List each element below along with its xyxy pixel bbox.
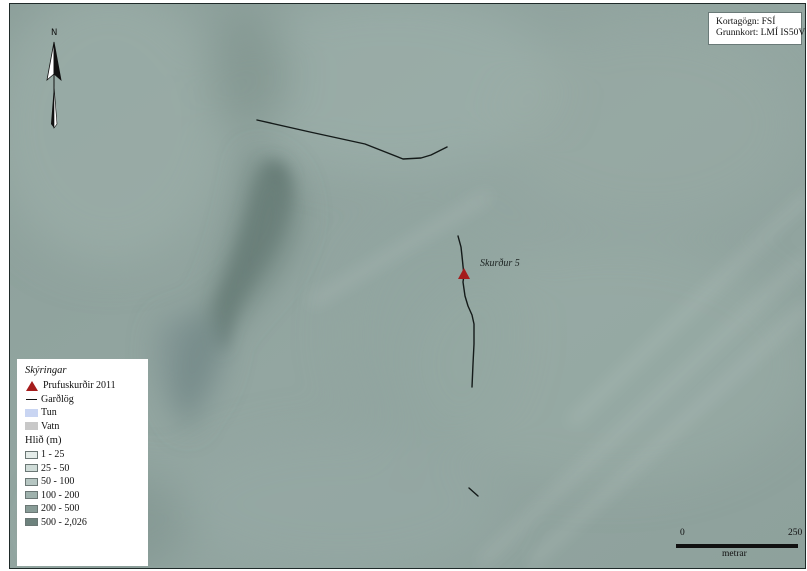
- legend-item-label: Prufuskurðir 2011: [43, 380, 116, 392]
- north-arrow: N: [40, 28, 70, 132]
- terrain-banding: [307, 189, 805, 568]
- legend-item-label: Vatn: [41, 420, 60, 432]
- legend-slope-label: 25 - 50: [41, 462, 70, 474]
- terrain-slope: [156, 154, 301, 434]
- trench-marker: [458, 268, 470, 279]
- legend-slope-class: 50 - 100: [25, 475, 148, 489]
- legend: Skýringar Prufuskurðir 2011 Garðlög Tun …: [17, 359, 148, 566]
- legend-slope-class: 200 - 500: [25, 502, 148, 516]
- source-basemap-line: Grunnkort: LMÍ IS50V: [716, 28, 806, 38]
- swatch-icon: [25, 450, 38, 459]
- legend-slope-label: 50 - 100: [41, 476, 75, 488]
- source-data-line: Kortagögn: FSÍ: [716, 17, 776, 27]
- swatch-icon: [25, 408, 38, 417]
- wall-north: [256, 119, 448, 160]
- map-source-box: Kortagögn: FSÍ Grunnkort: LMÍ IS50V: [708, 12, 806, 45]
- swatch-icon: [25, 491, 38, 500]
- legend-item-trench: Prufuskurðir 2011: [25, 379, 148, 393]
- legend-slope-label: 1 - 25: [41, 449, 65, 461]
- legend-title: Skýringar: [25, 365, 67, 376]
- legend-slope-heading: Hlið (m): [25, 435, 62, 446]
- scale-end-label: 250: [788, 528, 803, 538]
- scale-bar: 0 250 metrar: [676, 528, 805, 564]
- north-label: N: [51, 28, 58, 38]
- north-arrow-icon: [46, 41, 62, 129]
- line-icon: [26, 398, 37, 400]
- legend-item-wall: Garðlög: [25, 393, 148, 407]
- legend-slope-class: 1 - 25: [25, 448, 148, 462]
- trench-label: Skurður 5: [480, 258, 520, 269]
- scale-unit-label: metrar: [722, 549, 747, 559]
- legend-slope-label: 200 - 500: [41, 503, 80, 515]
- legend-item-homefield: Tun: [25, 406, 148, 420]
- swatch-icon: [25, 518, 38, 527]
- wall-south: [468, 487, 479, 497]
- wall-lines: [256, 119, 479, 497]
- legend-slope-class: 500 - 2,026: [25, 516, 148, 530]
- triangle-icon: [26, 380, 38, 391]
- legend-item-water: Vatn: [25, 420, 148, 434]
- swatch-icon: [25, 464, 38, 473]
- swatch-icon: [25, 504, 38, 513]
- terrain-shading: [10, 4, 805, 568]
- scale-start-label: 0: [680, 528, 685, 538]
- legend-slope-label: 100 - 200: [41, 489, 80, 501]
- swatch-icon: [25, 477, 38, 486]
- legend-slope-class: 25 - 50: [25, 462, 148, 476]
- legend-item-label: Tun: [41, 407, 57, 419]
- swatch-icon: [25, 422, 38, 431]
- wall-central: [457, 235, 475, 388]
- legend-slope-label: 500 - 2,026: [41, 516, 87, 528]
- legend-item-label: Garðlög: [41, 393, 74, 405]
- legend-slope-class: 100 - 200: [25, 489, 148, 503]
- scale-bar-line: [676, 544, 798, 548]
